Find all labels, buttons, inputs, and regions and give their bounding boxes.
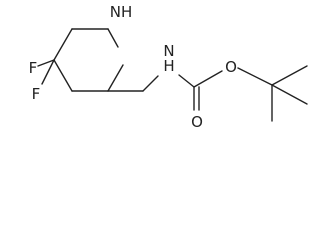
bond-c4-c5 xyxy=(53,59,73,92)
fluorine-lower-label: F xyxy=(32,85,41,103)
bond-n1-c2 xyxy=(107,28,119,48)
carbonyl-oxygen-label: O xyxy=(191,113,203,131)
bond-c4-f-lower xyxy=(41,59,55,85)
bond-ch2-nh xyxy=(142,75,159,92)
ester-oxygen-label: O xyxy=(225,58,237,76)
piperidine-ring xyxy=(53,28,124,92)
fluorine-upper-label: F xyxy=(29,59,38,77)
bond-ester-o-tert-c xyxy=(237,67,273,86)
bond-c3-c4 xyxy=(53,28,73,61)
bond-c4-f-upper xyxy=(37,59,55,67)
chemical-structure: NH N H F F O O xyxy=(29,3,308,131)
amide-hydrogen-label: H xyxy=(163,57,174,75)
amide-nitrogen-label: N xyxy=(163,42,174,60)
bond-nh-carbonyl-c xyxy=(178,74,195,88)
ring-nitrogen-label: NH xyxy=(110,3,133,21)
bond-tert-c-methyl-right xyxy=(271,84,308,105)
bond-carbonyl-c-ester-o xyxy=(193,70,223,88)
bond-c6-n1 xyxy=(107,64,124,92)
bond-tert-c-methyl-up xyxy=(271,65,308,86)
